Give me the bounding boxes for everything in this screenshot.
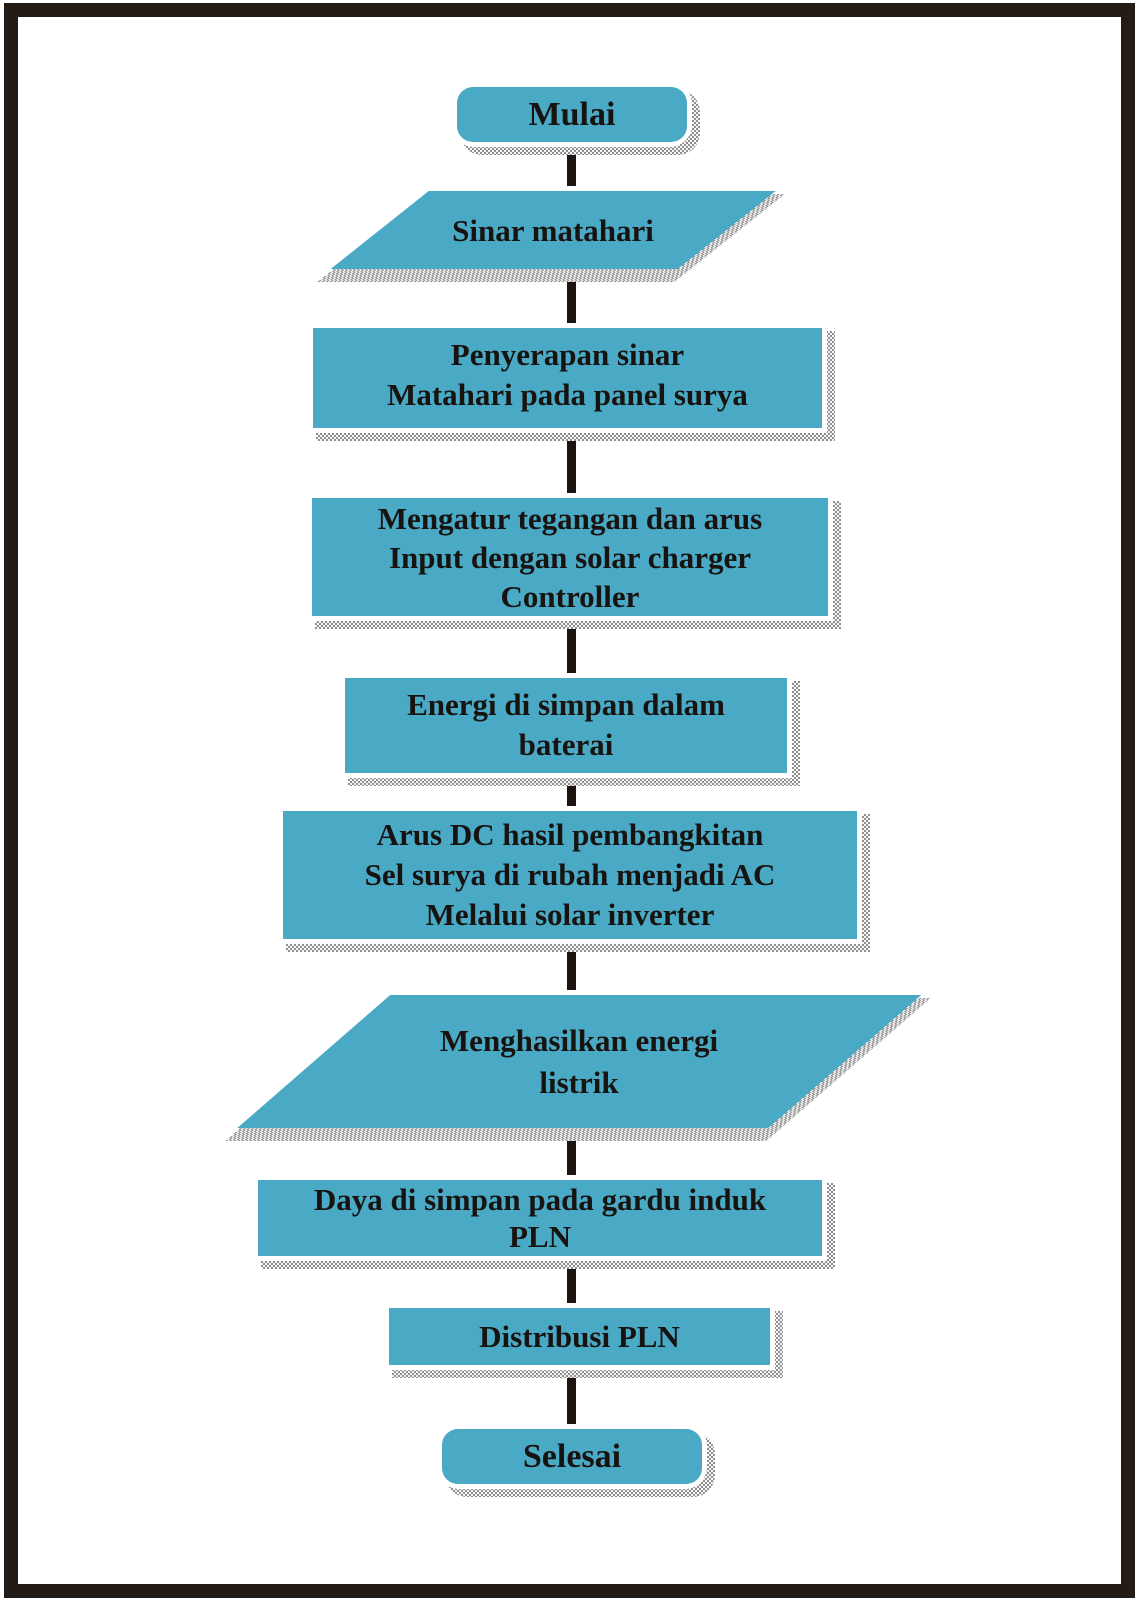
terminator-shape: Mulai <box>452 82 692 147</box>
node-label: Sinar matahari <box>452 212 654 248</box>
process-shape: Energi di simpan dalam baterai <box>340 673 792 778</box>
connector-line-4 <box>567 612 576 683</box>
connector-line-5 <box>567 769 576 818</box>
node-label: Arus DC hasil pembangkitan Sel surya di … <box>364 817 776 932</box>
connector-line-2 <box>567 270 576 333</box>
node-label: Selesai <box>522 1438 622 1475</box>
connector-line-8 <box>567 1252 576 1312</box>
terminator-shape: Selesai <box>437 1424 707 1489</box>
flow-node-distribution: Distribusi PLN <box>384 1303 775 1370</box>
process-shape: Daya di simpan pada gardu induk PLN <box>253 1175 827 1261</box>
connector-line-7 <box>567 1126 576 1188</box>
flow-node-input-sunlight: Sinar matahari <box>319 186 787 274</box>
process-shape: Penyerapan sinar Matahari pada panel sur… <box>308 323 827 433</box>
node-label: Menghasilkan energi listrik <box>439 1022 719 1100</box>
node-label: Mengatur tegangan dan arus Input dengan … <box>377 500 763 614</box>
flow-node-absorption: Penyerapan sinar Matahari pada panel sur… <box>308 323 827 433</box>
flow-node-start: Mulai <box>452 82 692 147</box>
node-label: Mulai <box>528 96 616 133</box>
connector-line-9 <box>567 1361 576 1432</box>
connector-line-1 <box>567 145 576 192</box>
flow-node-invert: Arus DC hasil pembangkitan Sel surya di … <box>278 806 862 944</box>
process-shape: Arus DC hasil pembangkitan Sel surya di … <box>278 806 862 944</box>
flow-node-store-battery: Energi di simpan dalam baterai <box>340 673 792 778</box>
node-label: Daya di simpan pada gardu induk PLN <box>313 1182 767 1254</box>
node-label: Penyerapan sinar Matahari pada panel sur… <box>387 337 748 412</box>
flow-node-substation: Daya di simpan pada gardu induk PLN <box>253 1175 827 1261</box>
process-shape: Distribusi PLN <box>384 1303 775 1370</box>
flow-node-end: Selesai <box>437 1424 707 1489</box>
connector-line-3 <box>567 424 576 503</box>
node-label: Distribusi PLN <box>479 1319 680 1354</box>
flow-node-regulate: Mengatur tegangan dan arus Input dengan … <box>307 493 833 621</box>
node-label: Energi di simpan dalam baterai <box>407 687 725 762</box>
flow-node-output-energy: Menghasilkan energi listrik <box>226 990 932 1133</box>
connector-line-6 <box>567 935 576 1000</box>
process-shape: Mengatur tegangan dan arus Input dengan … <box>307 493 833 621</box>
